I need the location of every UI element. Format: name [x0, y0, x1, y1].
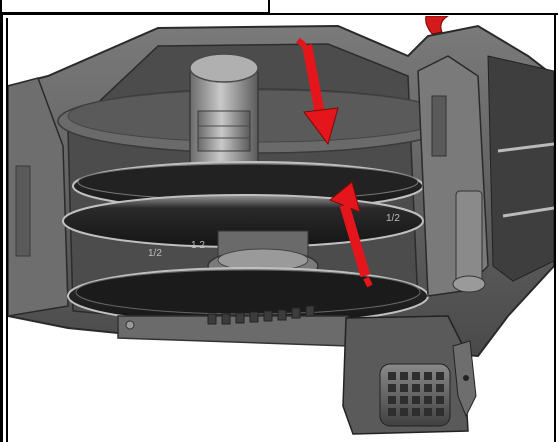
grip-texture — [388, 372, 444, 416]
scale-label-right: 1/2 — [386, 213, 400, 224]
arrow-down — [296, 37, 339, 146]
scale-label-left: 1/2 — [148, 248, 162, 259]
left-border — [0, 13, 3, 442]
gear-teeth — [207, 305, 315, 325]
pulley-illustration: 1/2 1 2 1/2 — [8, 16, 554, 442]
cutaway-drawing: 1/2 1 2 1/2 — [8, 16, 554, 435]
grip-pad — [379, 363, 451, 427]
arrow-up — [329, 181, 373, 288]
red-dial-icon — [425, 16, 449, 35]
scale-label-mid: 1 2 — [191, 240, 205, 251]
inner-left-border — [6, 18, 8, 442]
top-table-cell — [0, 0, 270, 14]
right-post — [455, 190, 483, 287]
top-border — [0, 13, 558, 15]
left-slot — [15, 165, 31, 257]
base-plate — [117, 315, 349, 347]
right-border — [554, 13, 556, 442]
